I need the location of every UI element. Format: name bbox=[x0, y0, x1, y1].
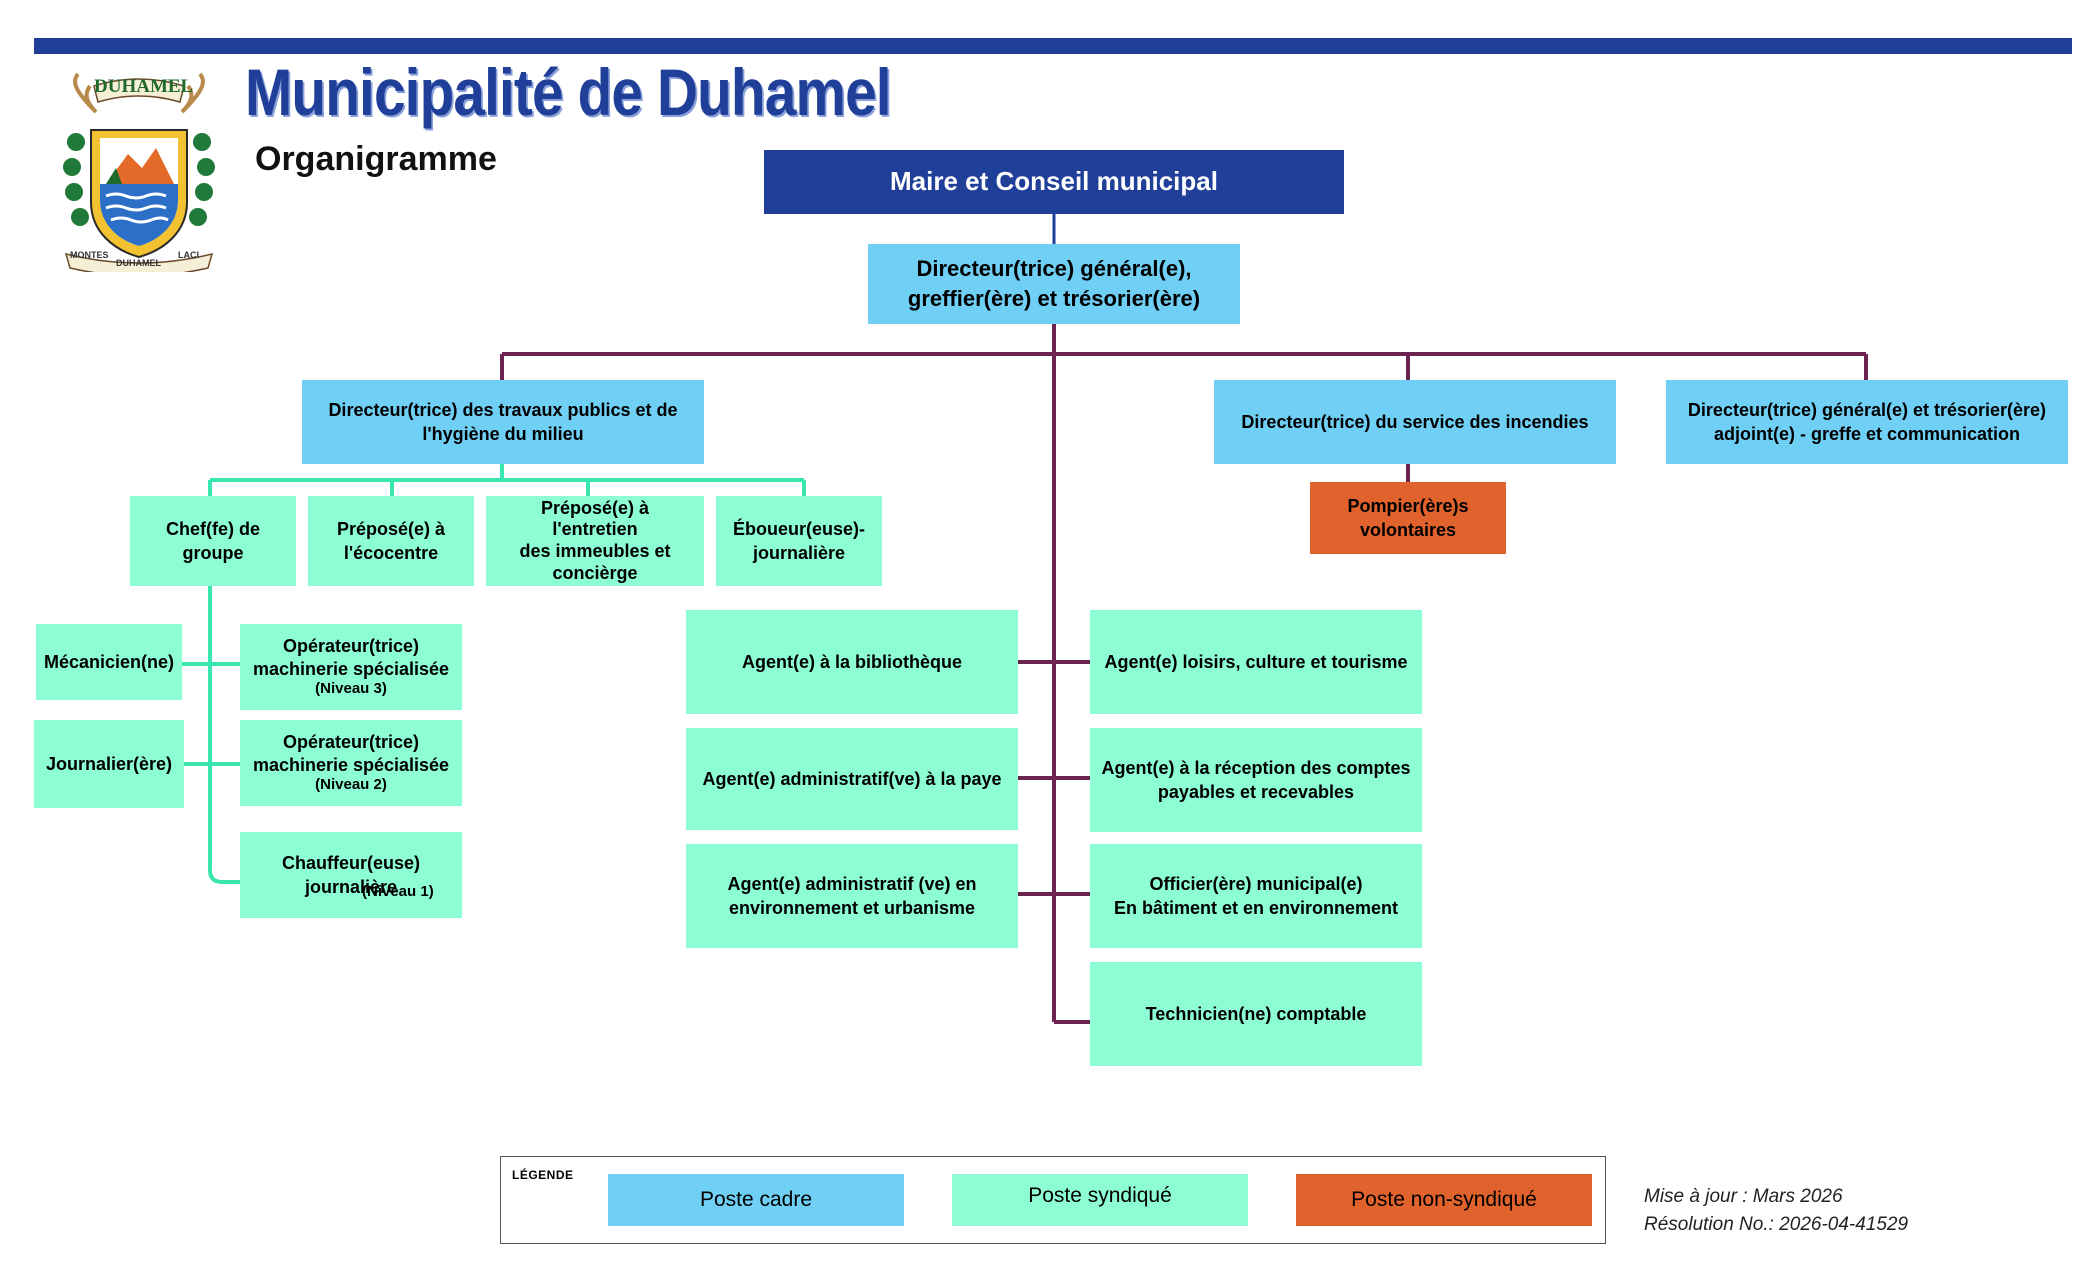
org-box-operateur-niveau-2: Opérateur(trice) machinerie spécialisée … bbox=[240, 720, 462, 806]
org-box-level-label: (Niveau 3) bbox=[315, 680, 387, 698]
legend-title: LÉGENDE bbox=[512, 1168, 574, 1182]
org-box-maire-conseil: Maire et Conseil municipal bbox=[764, 150, 1344, 214]
org-box-agent-comptes: Agent(e) à la réception des comptes paya… bbox=[1090, 728, 1422, 832]
org-box-label: Officier(ère) municipal(e) En bâtiment e… bbox=[1113, 873, 1399, 918]
org-box-label: Opérateur(trice) machinerie spécialisée bbox=[252, 636, 450, 679]
org-box-label: Agent(e) à la bibliothèque bbox=[741, 651, 962, 672]
org-box-label: Agent(e) administratif(ve) à la paye bbox=[702, 768, 1002, 789]
org-box-label: Chef(fe) de groupe bbox=[166, 518, 260, 563]
org-box-label: Opérateur(trice) machinerie spécialisée bbox=[252, 732, 450, 775]
org-box-prepose-entretien: Préposé(e) à l'entretien des immeubles e… bbox=[486, 496, 704, 586]
org-box-directeur-general: Directeur(trice) général(e), greffier(èr… bbox=[868, 244, 1240, 324]
org-box-label: Agent(e) à la réception des comptes paya… bbox=[1101, 757, 1411, 802]
logo-banner-bottom-mid-text: DUHAMEL bbox=[116, 258, 161, 268]
legend-item-label: Poste syndiqué bbox=[1028, 1184, 1172, 1207]
org-box-label: Maire et Conseil municipal bbox=[890, 166, 1218, 197]
org-box-label: Éboueur(euse)- journalière bbox=[732, 518, 865, 563]
page-title: Municipalité de Duhamel bbox=[245, 55, 892, 129]
org-box-journalier: Journalier(ère) bbox=[34, 720, 184, 808]
org-box-technicien-comptable: Technicien(ne) comptable bbox=[1090, 962, 1422, 1066]
org-box-agent-loisirs: Agent(e) loisirs, culture et tourisme bbox=[1090, 610, 1422, 714]
org-box-label: Chauffeur(euse) journalière bbox=[281, 852, 420, 897]
org-box-label: Agent(e) administratif (ve) en environne… bbox=[727, 873, 977, 918]
org-box-label: Directeur(trice) des travaux publics et … bbox=[328, 399, 678, 444]
legend-panel bbox=[500, 1156, 1606, 1244]
legend-item-label: Poste cadre bbox=[699, 1187, 813, 1211]
org-box-agent-environnement: Agent(e) administratif (ve) en environne… bbox=[686, 844, 1018, 948]
legend-item-poste-syndique: Poste syndiqué bbox=[952, 1174, 1248, 1226]
org-box-label: Directeur(trice) général(e), greffier(èr… bbox=[907, 256, 1201, 311]
org-box-prepose-ecocentre: Préposé(e) à l'écocentre bbox=[308, 496, 474, 586]
logo-banner-top-text: DUHAMEL bbox=[94, 76, 194, 97]
logo-banner-bottom-right-text: LACI bbox=[178, 250, 199, 260]
org-box-agent-paye: Agent(e) administratif(ve) à la paye bbox=[686, 728, 1018, 830]
org-box-label: Directeur(trice) général(e) et trésorier… bbox=[1687, 399, 2047, 444]
org-box-label: Pompier(ère)s volontaires bbox=[1347, 495, 1469, 540]
org-box-directeur-travaux-publics: Directeur(trice) des travaux publics et … bbox=[302, 380, 704, 464]
footer-resolution-number: Résolution No.: 2026-04-41529 bbox=[1644, 1214, 1909, 1235]
page-subtitle: Organigramme bbox=[255, 140, 497, 178]
org-box-label: Directeur(trice) du service des incendie… bbox=[1241, 411, 1589, 432]
org-box-officier-municipal: Officier(ère) municipal(e) En bâtiment e… bbox=[1090, 844, 1422, 948]
org-box-agent-bibliotheque: Agent(e) à la bibliothèque bbox=[686, 610, 1018, 714]
org-box-level-label: (Niveau 2) bbox=[315, 776, 387, 794]
org-box-operateur-niveau-3: Opérateur(trice) machinerie spécialisée … bbox=[240, 624, 462, 710]
legend-item-poste-non-syndique: Poste non-syndiqué bbox=[1296, 1174, 1592, 1226]
org-box-label: Agent(e) loisirs, culture et tourisme bbox=[1104, 651, 1408, 672]
org-box-label: Technicien(ne) comptable bbox=[1145, 1003, 1367, 1024]
legend-item-poste-cadre: Poste cadre bbox=[608, 1174, 904, 1226]
org-box-label: Préposé(e) à l'écocentre bbox=[336, 518, 446, 563]
org-box-directeur-incendies: Directeur(trice) du service des incendie… bbox=[1214, 380, 1616, 464]
org-box-chef-groupe: Chef(fe) de groupe bbox=[130, 496, 296, 586]
org-box-chauffeur-level: (Niveau 1) bbox=[362, 883, 434, 900]
duhamel-coat-of-arms-logo: DUHAMEL MONTES DUHAMEL LACI bbox=[56, 72, 222, 277]
org-box-pompiers-volontaires: Pompier(ère)s volontaires bbox=[1310, 482, 1506, 554]
org-box-mecanicien: Mécanicien(ne) bbox=[36, 624, 182, 700]
org-box-eboueur: Éboueur(euse)- journalière bbox=[716, 496, 882, 586]
org-box-chauffeur-niveau-1: Chauffeur(euse) journalière bbox=[240, 832, 462, 918]
org-box-dg-adjoint: Directeur(trice) général(e) et trésorier… bbox=[1666, 380, 2068, 464]
top-accent-bar bbox=[34, 38, 2072, 54]
footer-update-date: Mise à jour : Mars 2026 bbox=[1644, 1186, 1843, 1207]
org-box-label: Journalier(ère) bbox=[45, 753, 173, 774]
legend-item-label: Poste non-syndiqué bbox=[1351, 1187, 1537, 1211]
org-box-label: Mécanicien(ne) bbox=[43, 651, 175, 672]
org-box-label: Préposé(e) à l'entretien des immeubles e… bbox=[519, 497, 671, 583]
logo-banner-bottom-left-text: MONTES bbox=[70, 250, 109, 260]
